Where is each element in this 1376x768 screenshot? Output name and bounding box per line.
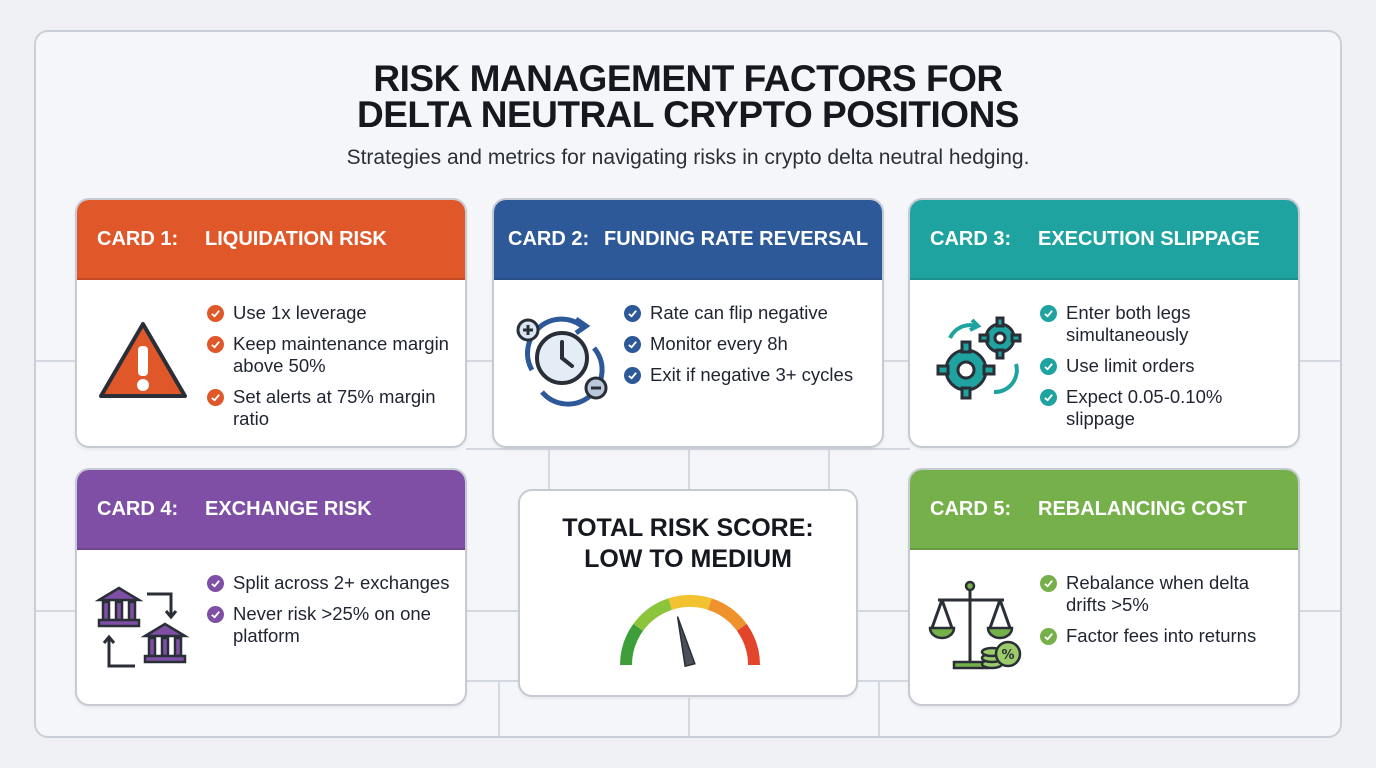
list-item: Exit if negative 3+ cycles [624,364,874,386]
bullet-text: Split across 2+ exchanges [233,572,450,593]
gauge-segment [620,623,644,665]
card-rebalancing-cost: CARD 5: REBALANCING COST % Rebalanc [908,468,1300,706]
page-title-line1: RISK MANAGEMENT FACTORS FOR [373,58,1003,99]
score-title-line2: LOW TO MEDIUM [584,545,792,573]
check-icon [207,575,224,592]
grid-line [548,448,550,490]
bullet-text: Never risk >25% on one platform [233,603,431,646]
list-item: Use 1x leverage [207,302,457,324]
check-icon [207,606,224,623]
list-item: Set alerts at 75% margin ratio [207,386,457,430]
bullet-text: Use 1x leverage [233,302,367,323]
check-icon [1040,358,1057,375]
check-icon [207,336,224,353]
bullet-text: Monitor every 8h [650,333,788,354]
bullet-text: Expect 0.05-0.10% slippage [1066,386,1223,429]
scale-coins-icon: % [928,580,1022,670]
bullet-text: Exit if negative 3+ cycles [650,364,854,385]
grid-line [498,680,500,736]
card-number: CARD 3: [930,227,1012,250]
card-execution-slippage: CARD 3: EXECUTION SLIPPAGE Enter both le… [908,198,1300,448]
card-funding-rate-reversal: CARD 2: FUNDING RATE REVERSAL Rate can f… [492,198,884,448]
card-title: REBALANCING COST [1038,497,1247,520]
gauge-segment [668,595,712,610]
check-icon [1040,575,1057,592]
bullet-text: Use limit orders [1066,355,1195,376]
list-item: Rate can flip negative [624,302,874,324]
bullet-text: Rate can flip negative [650,302,828,323]
page-title-line2: DELTA NEUTRAL CRYPTO POSITIONS [356,94,1020,135]
bullet-text: Factor fees into returns [1066,625,1257,646]
grid-line [688,698,690,736]
list-item: Factor fees into returns [1040,625,1290,647]
card-header: CARD 5: REBALANCING COST [910,470,1298,550]
check-icon [1040,305,1057,322]
score-title-line1: TOTAL RISK SCORE: [562,514,814,542]
check-icon [1040,389,1057,406]
gauge-segment [633,598,673,631]
list-item: Use limit orders [1040,355,1290,377]
exchanges-icon [95,586,190,668]
list-item: Rebalance when delta drifts >5% [1040,572,1290,616]
check-icon [1040,628,1057,645]
card-number: CARD 2: [508,227,590,250]
gauge-needle [676,616,696,668]
gauge-segment [736,623,760,665]
card-number: CARD 1: [97,227,179,250]
bullet-list: Rate can flip negative Monitor every 8h … [624,302,874,395]
card-title: LIQUIDATION RISK [205,227,387,250]
check-icon [624,305,641,322]
card-header: CARD 2: FUNDING RATE REVERSAL [494,200,882,280]
list-item: Monitor every 8h [624,333,874,355]
bullet-list: Rebalance when delta drifts >5% Factor f… [1040,572,1290,656]
card-title: EXECUTION SLIPPAGE [1038,227,1260,250]
bullet-list: Enter both legs simultaneously Use limit… [1040,302,1290,439]
bullet-text: Enter both legs simultaneously [1066,302,1191,345]
total-risk-score-card: TOTAL RISK SCORE: LOW TO MEDIUM [518,489,858,697]
card-header: CARD 1: LIQUIDATION RISK [77,200,465,280]
grid-line [688,448,690,490]
card-header: CARD 4: EXCHANGE RISK [77,470,465,550]
card-exchange-risk: CARD 4: EXCHANGE RISK Split across 2+ ex… [75,468,467,706]
clock-cycle-icon [516,316,608,407]
card-number: CARD 4: [97,497,179,520]
bullet-list: Use 1x leverage Keep maintenance margin … [207,302,457,439]
bullet-list: Split across 2+ exchanges Never risk >25… [207,572,457,656]
check-icon [624,367,641,384]
card-title: FUNDING RATE REVERSAL [604,227,869,250]
check-icon [624,336,641,353]
card-header: CARD 3: EXECUTION SLIPPAGE [910,200,1298,280]
card-number: CARD 5: [930,497,1012,520]
list-item: Split across 2+ exchanges [207,572,457,594]
gauge-segment [707,598,747,631]
page-subtitle: Strategies and metrics for navigating ri… [346,146,1030,169]
bullet-text: Set alerts at 75% margin ratio [233,386,436,429]
grid-line [828,448,830,490]
gears-icon [936,316,1022,400]
list-item: Expect 0.05-0.10% slippage [1040,386,1290,430]
grid-line [878,680,880,736]
score-title: TOTAL RISK SCORE: LOW TO MEDIUM [520,513,856,575]
bullet-text: Rebalance when delta drifts >5% [1066,572,1250,615]
list-item: Enter both legs simultaneously [1040,302,1290,346]
svg-text:%: % [1001,648,1014,663]
check-icon [207,305,224,322]
check-icon [207,389,224,406]
list-item: Keep maintenance margin above 50% [207,333,457,377]
card-title: EXCHANGE RISK [205,497,372,520]
list-item: Never risk >25% on one platform [207,603,457,647]
warning-triangle-icon [99,322,187,398]
card-liquidation-risk: CARD 1: LIQUIDATION RISK Use 1x leverage… [75,198,467,448]
gauge-icon [620,595,760,668]
bullet-text: Keep maintenance margin above 50% [233,333,449,376]
